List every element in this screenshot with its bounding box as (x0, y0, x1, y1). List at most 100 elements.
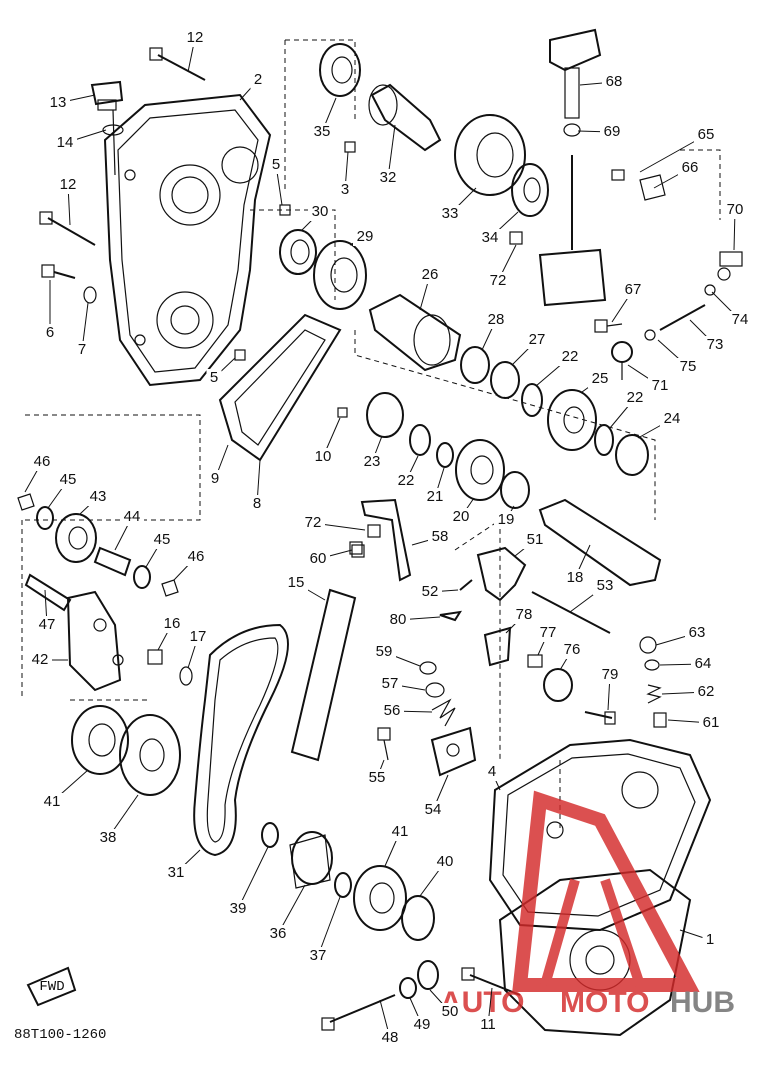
seal-40 (401, 895, 435, 941)
callout-bg-c5b (206, 369, 222, 387)
callout-bg-c16 (160, 615, 184, 633)
callout-c80: 80 (390, 611, 407, 628)
callout-bg-c80 (386, 611, 410, 629)
callout-c26: 26 (422, 266, 439, 283)
drive-belt-31 (193, 623, 289, 857)
callout-bg-c5a (268, 156, 284, 174)
bolt-12-top (149, 47, 206, 81)
clip-37 (334, 872, 352, 898)
callout-bg-c30 (308, 203, 332, 221)
callout-c68: 68 (606, 73, 623, 90)
callout-c25: 25 (592, 370, 609, 387)
callout-c32: 32 (380, 169, 397, 186)
callout-bg-c72b (301, 514, 325, 532)
callout-bg-c51 (523, 531, 547, 549)
bolt-6 (41, 264, 76, 279)
callout-c73: 73 (707, 336, 724, 353)
callout-bg-c11 (476, 1016, 500, 1034)
callout-bg-c77 (536, 624, 560, 642)
shift-lever-assembly (538, 155, 666, 307)
callout-bg-c53 (593, 577, 617, 595)
callout-bg-c60 (306, 550, 330, 568)
washer-17 (179, 666, 193, 686)
callout-bg-c8 (249, 495, 265, 513)
callout-bg-c63 (685, 624, 709, 642)
nut-46-left (17, 493, 35, 511)
callout-bg-c41b (388, 823, 412, 841)
callout-c42: 42 (32, 651, 49, 668)
bolt-60 (351, 544, 365, 558)
callout-bg-c3 (337, 181, 353, 199)
callout-bg-c12a (183, 29, 207, 47)
callout-bg-c2 (250, 71, 266, 89)
callout-bg-c14 (53, 134, 77, 152)
callout-bg-c43 (86, 488, 110, 506)
watermark-text-c: HUB (670, 986, 735, 1019)
ball-61 (653, 712, 667, 728)
dowel-pins (234, 141, 356, 418)
bracket-42 (66, 590, 124, 692)
callout-bg-c32 (376, 169, 400, 187)
callout-bg-c47 (35, 616, 59, 634)
callout-bg-c6 (42, 324, 58, 342)
callout-bg-c64 (691, 655, 715, 673)
callout-c36: 36 (270, 925, 287, 942)
pin-77 (527, 654, 543, 668)
callout-bg-c74 (728, 311, 752, 329)
bolt-79 (584, 711, 616, 725)
callout-bg-c34 (478, 229, 502, 247)
callout-c2: 2 (254, 71, 262, 88)
callout-bg-c72a (486, 272, 510, 290)
callout-c8: 8 (253, 495, 261, 512)
rod-end-70 (704, 251, 743, 296)
callout-c79: 79 (602, 666, 619, 683)
callout-c3: 3 (341, 181, 349, 198)
sprocket-36 (289, 831, 333, 889)
callout-c9: 9 (211, 470, 219, 487)
callout-bg-c68 (602, 73, 626, 91)
leader-line-c37 (317, 896, 341, 957)
callout-c65: 65 (698, 126, 715, 143)
callout-c5b: 5 (210, 369, 218, 386)
callout-c43: 43 (90, 488, 107, 505)
callout-c14: 14 (57, 134, 74, 151)
callout-c53: 53 (597, 577, 614, 594)
callout-c17: 17 (190, 628, 207, 645)
callout-c41b: 41 (392, 823, 409, 840)
callout-c67: 67 (625, 281, 642, 298)
callout-bg-c49 (410, 1016, 434, 1034)
callout-c37: 37 (310, 947, 327, 964)
callout-bg-c62 (694, 683, 718, 701)
callout-c54: 54 (425, 801, 442, 818)
bolt-55 (377, 727, 391, 761)
washer-49 (399, 977, 417, 999)
callout-bg-c23 (360, 453, 384, 471)
callout-bg-c19 (494, 511, 518, 529)
shaft-gear-32 (368, 83, 442, 152)
nut-46-right (161, 579, 179, 597)
plate-78 (483, 626, 512, 667)
callout-bg-c1 (702, 931, 718, 949)
spring-56 (431, 698, 456, 727)
shaft-26 (368, 293, 462, 372)
washer-45-left (36, 506, 54, 530)
callout-bg-c78 (512, 606, 536, 624)
callout-bg-c50 (438, 1003, 462, 1021)
callout-bg-c41a (40, 793, 64, 811)
bolt-67 (594, 319, 623, 333)
callout-c18: 18 (567, 569, 584, 586)
callout-c12b: 12 (60, 176, 77, 193)
bearing-29 (313, 240, 367, 310)
callout-c66: 66 (682, 159, 699, 176)
callout-bg-c69 (600, 123, 624, 141)
callout-c6: 6 (46, 324, 54, 341)
callout-bg-c27 (525, 331, 549, 349)
callout-c15: 15 (288, 574, 305, 591)
callout-c4: 4 (488, 763, 496, 780)
callout-c27: 27 (529, 331, 546, 348)
callout-bg-c9 (207, 470, 223, 488)
callout-c22c: 22 (398, 472, 415, 489)
washer-39 (261, 822, 279, 848)
callout-c75: 75 (680, 358, 697, 375)
